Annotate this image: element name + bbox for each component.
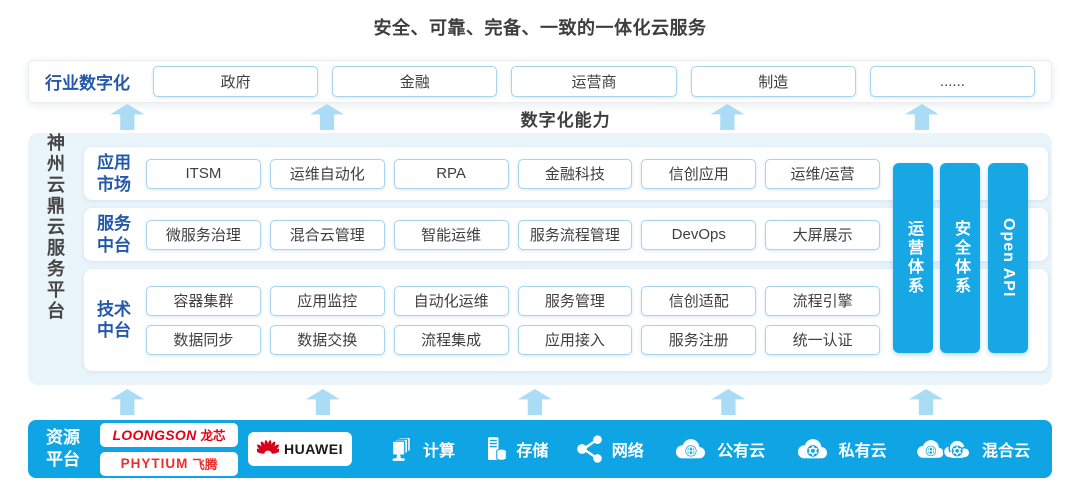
industry-chip: 金融 — [332, 66, 498, 97]
app-market-chip: ITSM — [146, 158, 261, 189]
tech-middleware-chip: 统一认证 — [765, 324, 880, 355]
compute-icon — [391, 436, 412, 461]
app-market-label: 应用市场 — [97, 153, 131, 194]
phytium-logo: PHYTIUM 飞腾 — [100, 451, 238, 476]
network-icon — [576, 435, 602, 463]
service-middleware-label: 服务中台 — [97, 214, 131, 255]
service-middleware-chip: 智能运维 — [393, 219, 509, 250]
open-api-label: Open API — [1000, 218, 1017, 298]
tech-middleware-label: 技术中台 — [97, 299, 131, 340]
tech-middleware-chip: 信创适配 — [641, 285, 757, 316]
public-cloud-icon — [676, 439, 706, 459]
page-title: 安全、可靠、完备、一致的一体化云服务 — [373, 18, 707, 38]
app-market-chip-list: ITSM 运维自动化 RPA 金融科技信创应用运维/运营 — [146, 158, 880, 189]
resource-item-private-cloud: 私有云 — [792, 434, 887, 464]
up-arrow-icon — [305, 389, 340, 415]
resource-item-hybrid-cloud: 混合云 — [913, 434, 1030, 464]
service-middleware-chip: 微服务治理 — [146, 219, 261, 250]
up-arrow-icon — [909, 389, 944, 415]
app-market-chip: 运维/运营 — [765, 158, 880, 189]
app-market-chip: RPA — [393, 158, 509, 189]
app-market-chip: 运维自动化 — [269, 158, 385, 189]
industry-chip-list: 政府金融运营商制造...... — [153, 66, 1036, 97]
operations-system-pillar: 运营体系 — [893, 163, 933, 353]
platform-side-label: 神州云鼎云服务平台 — [45, 133, 65, 322]
tech-middleware-chip: 服务注册 — [641, 324, 757, 355]
phytium-cn-label: 飞腾 — [192, 458, 218, 472]
up-arrow-icon — [711, 389, 746, 415]
tech-middleware-chip: 流程引擎 — [765, 285, 880, 316]
huawei-logo: HUAWEI — [248, 432, 352, 466]
private-cloud-icon — [797, 439, 827, 459]
up-arrow-icon — [710, 104, 745, 130]
tech-middleware-chip: 应用接入 — [517, 324, 633, 355]
industry-chip: 运营商 — [511, 66, 677, 97]
loongson-wordmark: LOONGSON — [112, 426, 197, 443]
capability-label: 数字化能力 — [520, 111, 611, 130]
resource-item-public-cloud: 公有云 — [670, 434, 765, 464]
service-middleware-panel: 服务中台 微服务治理混合云管理智能运维服务流程管理 DevOps 大屏展示 — [84, 208, 1048, 261]
security-system-pillar: 安全体系 — [940, 163, 980, 353]
up-arrow-icon — [110, 104, 145, 130]
resource-item-list: 计算 存储 — [386, 434, 1030, 464]
open-api-pillar: Open API — [988, 163, 1028, 353]
tech-middleware-chip: 自动化运维 — [393, 285, 509, 316]
huawei-wordmark: HUAWEI — [284, 441, 343, 457]
industry-band-label: 行业数字化 — [45, 74, 130, 93]
huawei-flower-icon — [257, 440, 279, 454]
tech-middleware-panel: 技术中台 容器集群应用监控自动化运维服务管理信创适配流程引擎数据同步数据交换流程… — [84, 269, 1048, 371]
hybrid-cloud-icon — [917, 439, 971, 459]
app-market-chip: 信创应用 — [641, 158, 757, 189]
tech-middleware-chip-list: 容器集群应用监控自动化运维服务管理信创适配流程引擎数据同步数据交换流程集成应用接… — [146, 285, 880, 355]
loongson-logo: LOONGSON 龙芯 — [100, 422, 238, 447]
tech-middleware-chip: 流程集成 — [393, 324, 509, 355]
tech-middleware-chip: 服务管理 — [517, 285, 633, 316]
up-arrow-icon — [904, 104, 939, 130]
up-arrow-icon — [517, 389, 552, 415]
tech-middleware-chip: 容器集群 — [146, 285, 261, 316]
cloud-platform-container: 神州云鼎云服务平台 应用市场 ITSM 运维自动化 RPA 金融科技信创应用运维/运营… — [28, 133, 1052, 385]
service-middleware-chip: 混合云管理 — [269, 219, 385, 250]
tech-middleware-chip: 数据交换 — [269, 324, 385, 355]
capability-arrow-row: 数字化能力 — [28, 104, 1052, 130]
industry-chip: ...... — [869, 66, 1036, 97]
resource-platform-bar: 资源平台 LOONGSON 龙芯 PHYTIUM 飞腾 — [28, 420, 1052, 478]
industry-chip: 制造 — [690, 66, 856, 97]
resource-arrow-row — [28, 389, 1052, 415]
app-market-chip: 金融科技 — [517, 158, 633, 189]
app-market-panel: 应用市场 ITSM 运维自动化 RPA 金融科技信创应用运维/运营 — [84, 147, 1048, 200]
service-middleware-chip-list: 微服务治理混合云管理智能运维服务流程管理 DevOps 大屏展示 — [146, 219, 880, 250]
up-arrow-icon — [110, 389, 145, 415]
chip-vendor-logos: LOONGSON 龙芯 PHYTIUM 飞腾 — [100, 422, 238, 476]
storage-icon — [488, 437, 508, 461]
security-system-label: 安全体系 — [952, 220, 969, 296]
loongson-cn-label: 龙芯 — [200, 429, 226, 443]
up-arrow-icon — [310, 104, 344, 130]
service-middleware-chip: 大屏展示 — [765, 219, 880, 250]
industry-chip: 政府 — [153, 66, 319, 97]
resource-item-storage: 存储 — [481, 434, 548, 464]
resource-item-network: 网络 — [575, 434, 644, 464]
service-middleware-chip: DevOps — [641, 219, 757, 250]
tech-middleware-chip: 数据同步 — [146, 324, 261, 355]
operations-system-label: 运营体系 — [905, 220, 922, 296]
resource-item-compute: 计算 — [386, 434, 455, 464]
phytium-wordmark: PHYTIUM — [120, 456, 189, 471]
tech-middleware-chip: 应用监控 — [269, 285, 385, 316]
industry-band: 行业数字化 政府金融运营商制造...... — [28, 60, 1052, 103]
service-middleware-chip: 服务流程管理 — [517, 219, 633, 250]
resource-platform-label: 资源平台 — [46, 427, 80, 469]
